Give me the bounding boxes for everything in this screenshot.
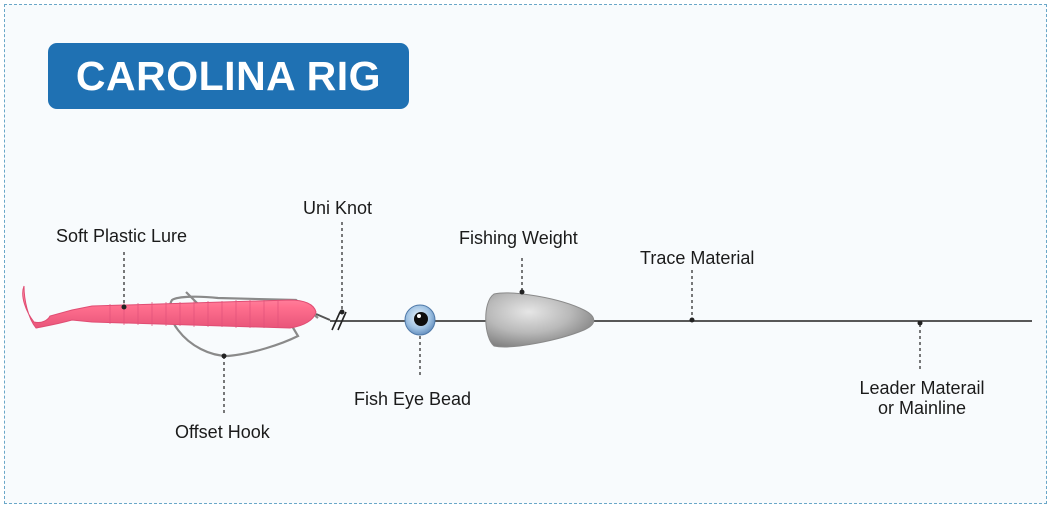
label-offset-hook: Offset Hook <box>175 422 270 442</box>
page-title: CAROLINA RIG <box>75 52 382 99</box>
pointer-dots <box>121 289 923 359</box>
label-trace-material: Trace Material <box>640 248 755 268</box>
fish-eye-bead-icon <box>404 304 436 336</box>
title-banner: CAROLINA RIG <box>48 43 409 109</box>
label-leader-line-1: Leader Materail <box>859 378 985 398</box>
label-soft-plastic-lure: Soft Plastic Lure <box>56 226 188 246</box>
pointer-lines <box>123 222 921 414</box>
soft-plastic-lure-icon <box>22 285 331 329</box>
label-uni-knot: Uni Knot <box>303 198 373 218</box>
label-fish-eye-bead: Fish Eye Bead <box>354 389 472 409</box>
label-leader-line-2: or Mainline <box>877 398 967 418</box>
label-fishing-weight: Fishing Weight <box>459 228 578 248</box>
uni-knot-icon <box>331 311 347 331</box>
fishing-weight-icon <box>485 292 595 348</box>
